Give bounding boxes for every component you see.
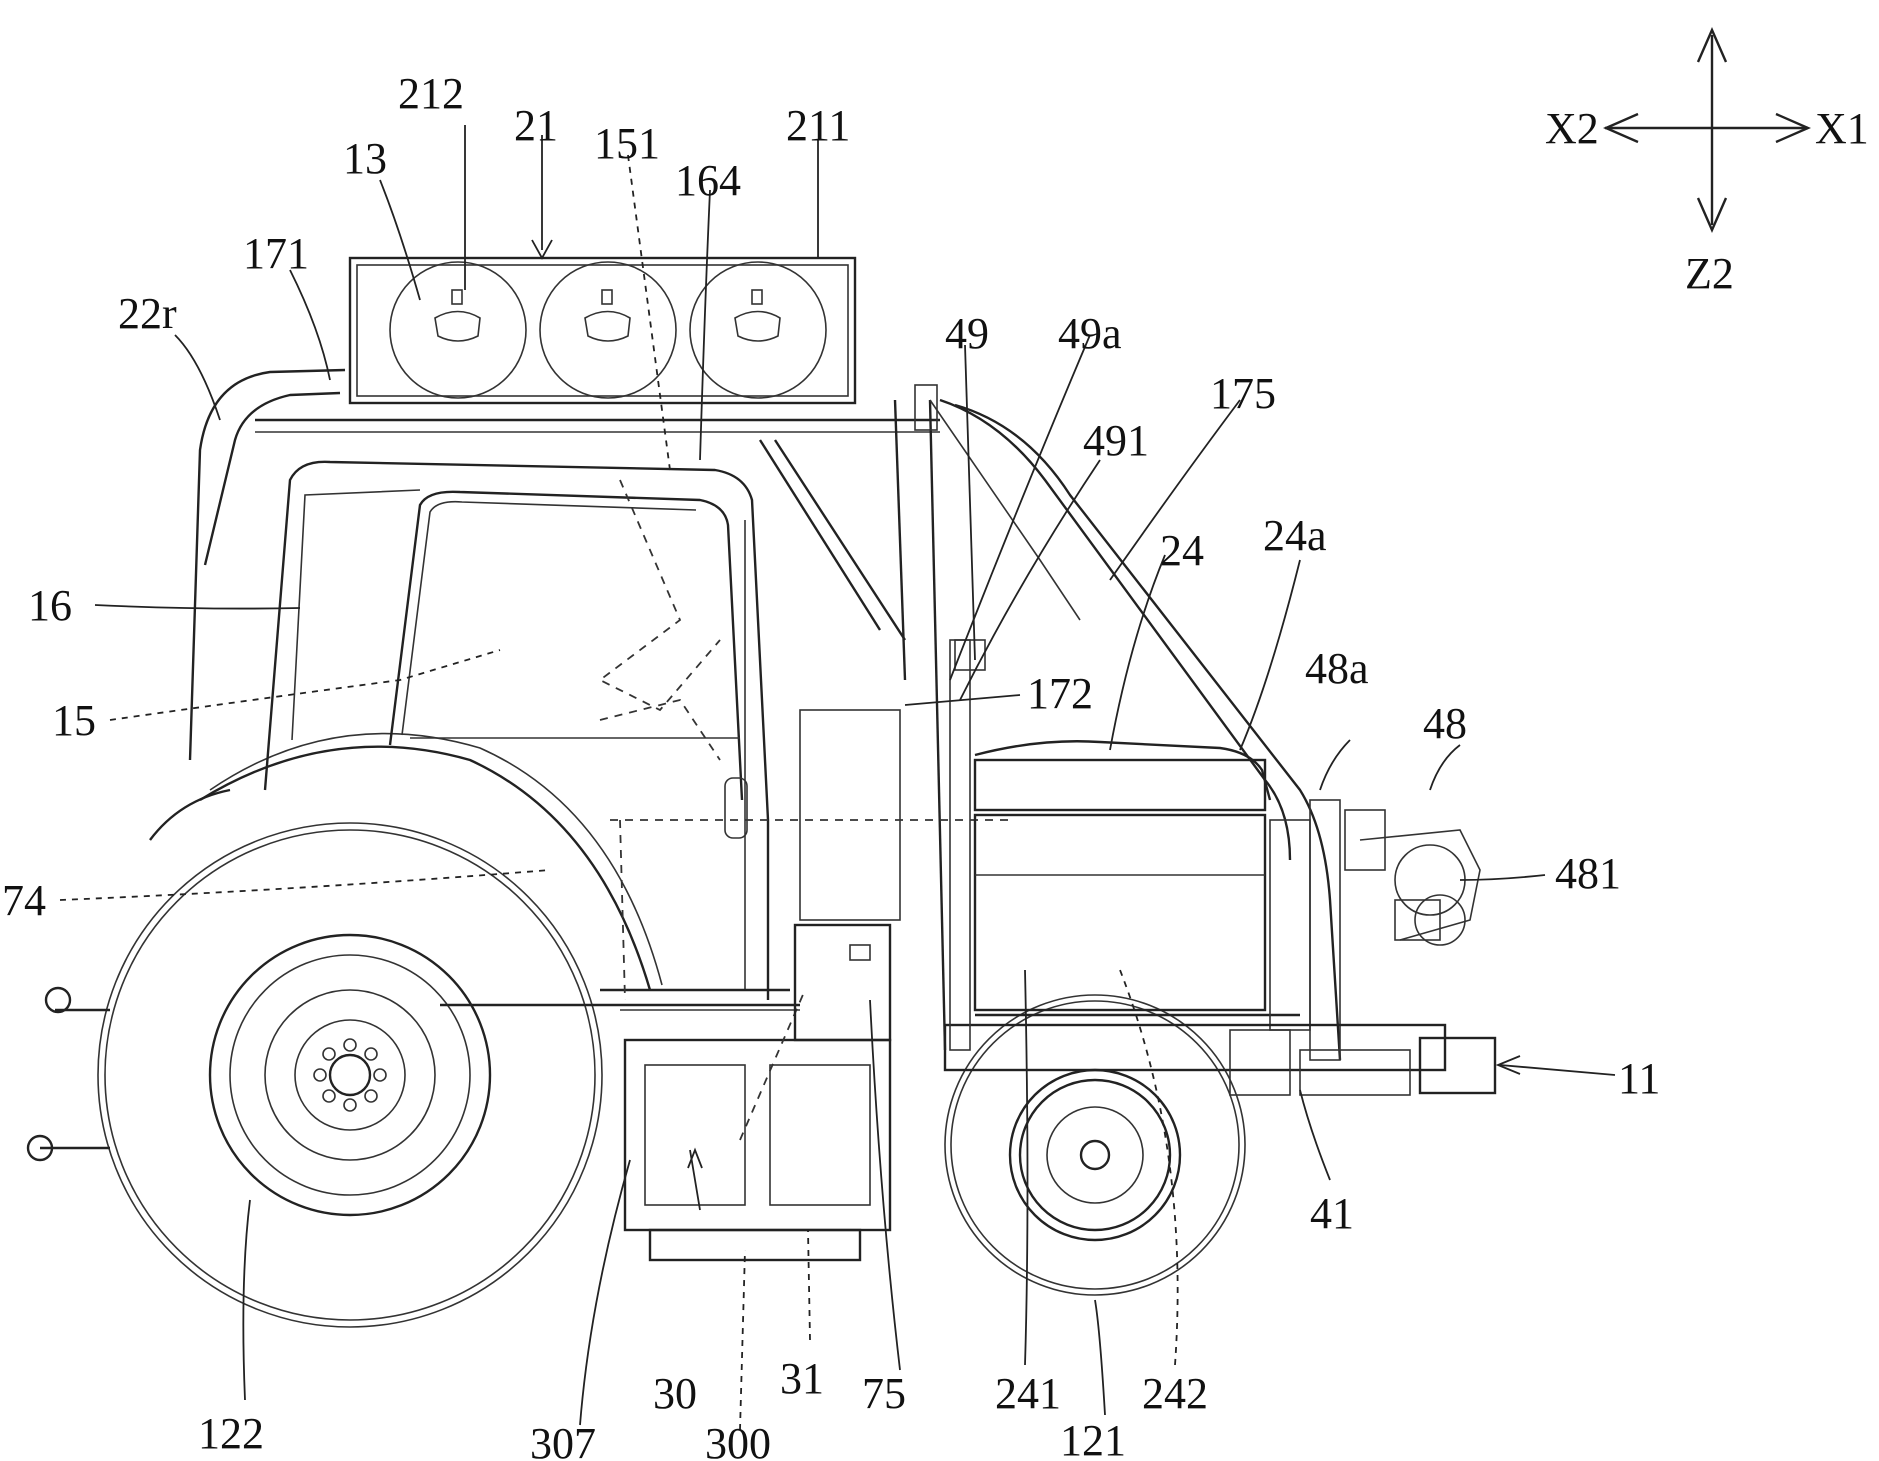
label-22r: 22r [118, 289, 177, 338]
front-pump-assembly [1345, 810, 1480, 945]
label-212: 212 [398, 69, 464, 118]
label-31: 31 [780, 1354, 824, 1403]
label-21: 21 [514, 101, 558, 150]
label-164: 164 [675, 156, 741, 205]
label-48a: 48a [1305, 644, 1369, 693]
label-15: 15 [52, 696, 96, 745]
label-491: 491 [1083, 416, 1149, 465]
label-49a: 49a [1058, 309, 1122, 358]
label-307: 307 [530, 1419, 596, 1461]
label-75: 75 [862, 1369, 906, 1418]
control-box [795, 710, 900, 1040]
label-151: 151 [594, 119, 660, 168]
spray-unit-housing [350, 258, 855, 403]
label-481: 481 [1555, 849, 1621, 898]
label-11: 11 [1618, 1054, 1660, 1103]
operator-seat-dashed [600, 480, 1010, 1000]
label-48: 48 [1423, 699, 1467, 748]
direction-compass: Z2 X2 X1 [1545, 30, 1869, 298]
label-16: 16 [28, 581, 72, 630]
label-49: 49 [945, 309, 989, 358]
label-30: 30 [653, 1369, 697, 1418]
label-24: 24 [1160, 526, 1204, 575]
label-300: 300 [705, 1419, 771, 1461]
side-box [625, 990, 890, 1260]
label-121: 121 [1060, 1416, 1126, 1461]
rear-wheel [98, 823, 602, 1327]
label-24a: 24a [1263, 511, 1327, 560]
tank-body [975, 741, 1340, 1060]
label-172: 172 [1027, 669, 1093, 718]
label-122: 122 [198, 1409, 264, 1458]
label-211: 211 [786, 101, 850, 150]
label-171: 171 [243, 229, 309, 278]
label-13: 13 [343, 134, 387, 183]
label-41: 41 [1310, 1189, 1354, 1238]
hoses [760, 400, 1340, 1060]
compass-right-label: X1 [1815, 104, 1869, 153]
leader-lines [60, 125, 1615, 1430]
front-wheel [945, 995, 1245, 1295]
compass-left-label: X2 [1545, 104, 1599, 153]
compass-down-label: Z2 [1685, 249, 1734, 298]
reference-labels: 212 21 151 211 13 164 171 22r 49 49a 175… [2, 69, 1660, 1461]
label-242: 242 [1142, 1369, 1208, 1418]
label-74: 74 [2, 876, 46, 925]
label-175: 175 [1210, 369, 1276, 418]
label-241: 241 [995, 1369, 1061, 1418]
